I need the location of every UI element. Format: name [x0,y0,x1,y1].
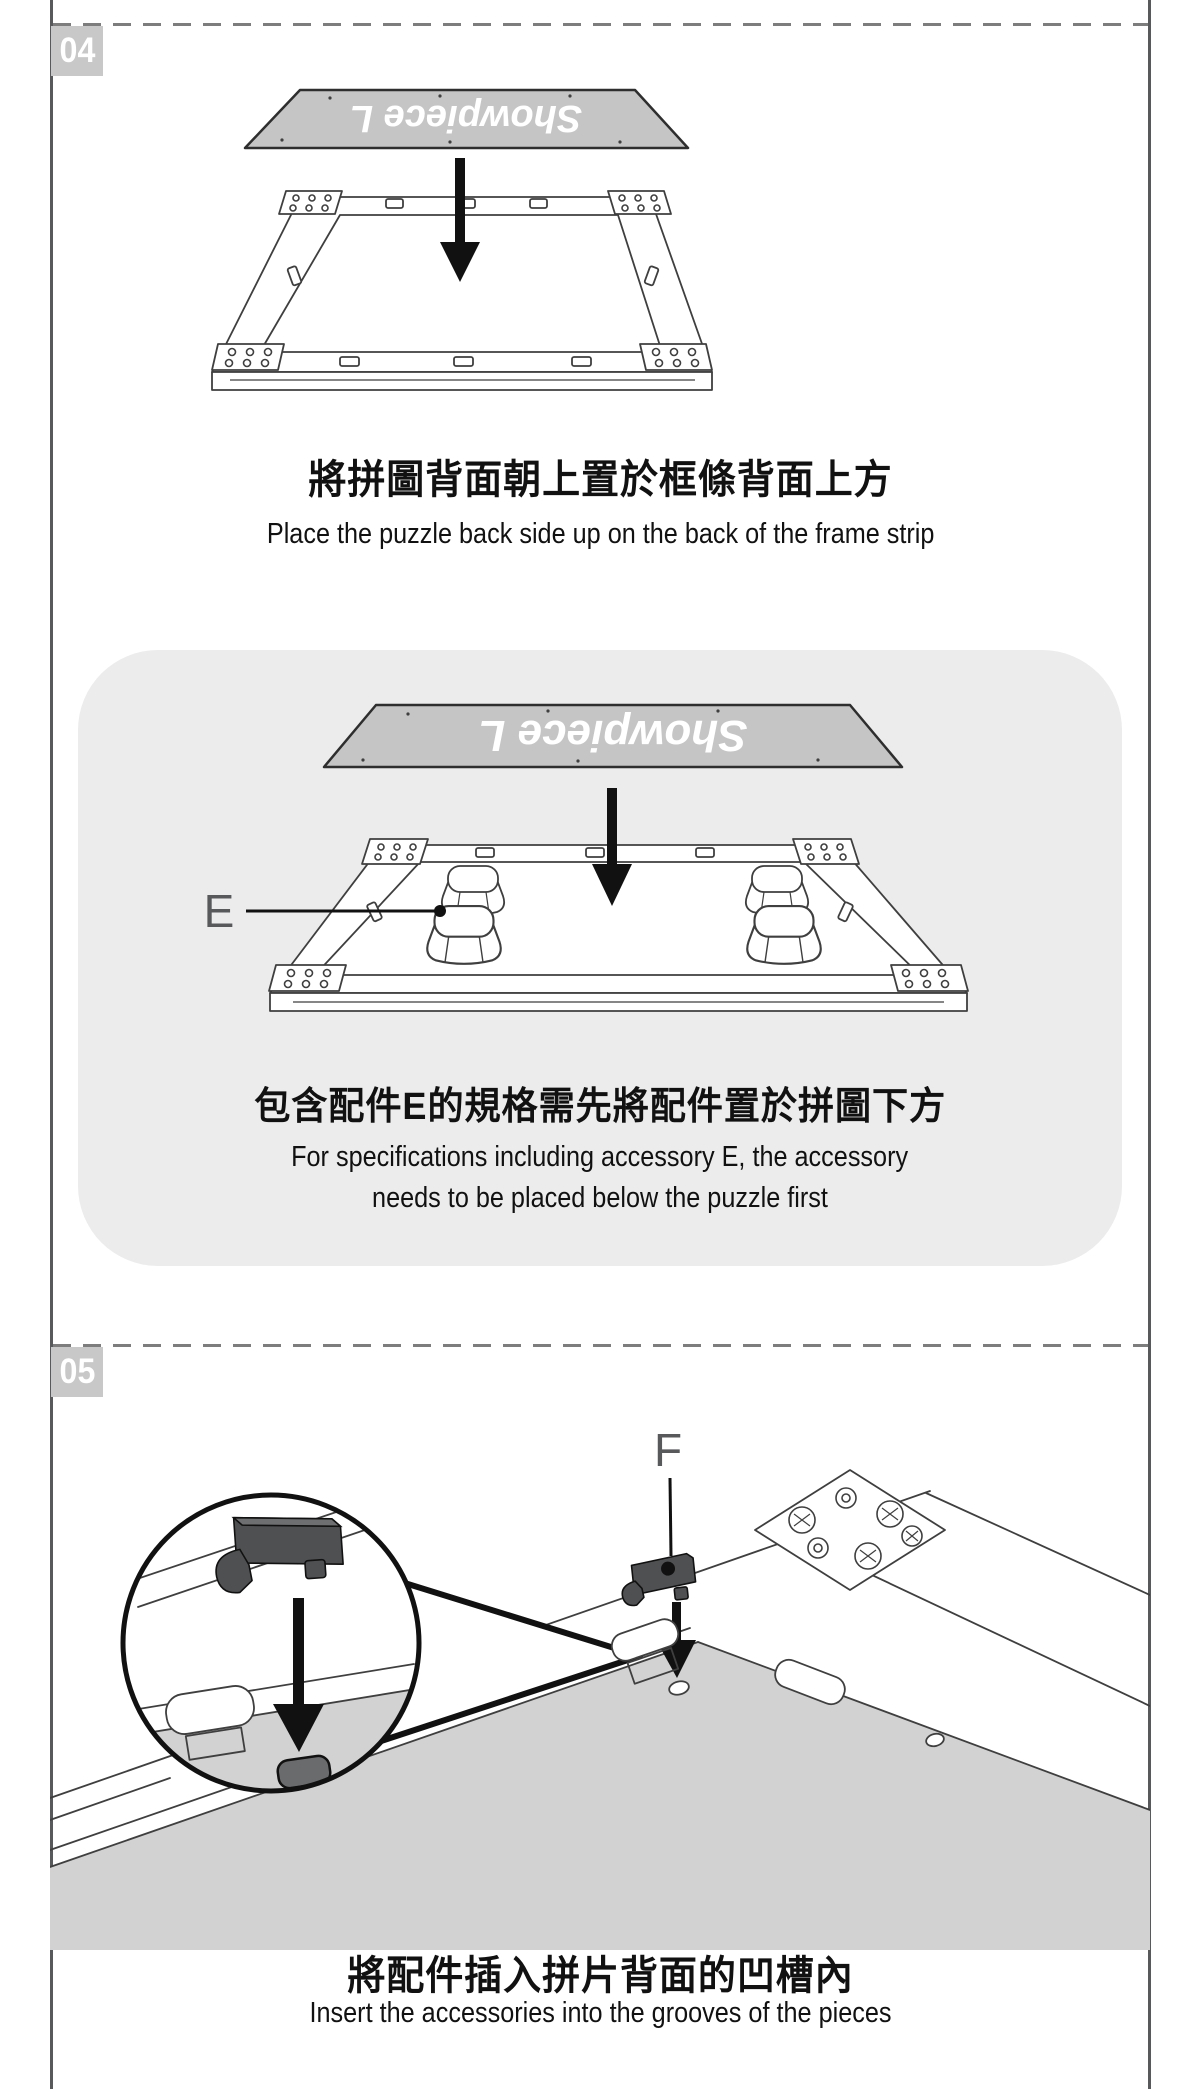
frame-tab [610,1618,680,1685]
step-04-title-en: Place the puzzle back side up on the bac… [266,518,935,550]
magnified-clip [215,1516,344,1594]
magnified-arrow [273,1598,324,1752]
groove [925,1732,945,1748]
frame-tab [774,1658,846,1706]
corner-plate [890,964,969,992]
frame-back-illustration [211,190,713,391]
step-04-divider [53,23,1148,26]
step-05-divider [53,1344,1148,1347]
note-title-en-line1: For specifications including accessory E… [291,1141,909,1173]
step-04-illustration: Showpiece L [211,88,713,391]
step-04-badge: 04 [51,26,103,76]
down-arrow-icon [592,788,632,906]
puzzle-sheet: Showpiece L [243,88,690,150]
corner-plate [639,343,713,371]
frame-strip-right [839,1492,1150,1707]
page-border-left [50,0,53,2089]
groove [668,1680,690,1696]
corner-plate [361,838,429,865]
step-04-number: 04 [59,31,95,70]
step-05-title-en: Insert the accessories into the grooves … [309,1997,892,2029]
step-05-illustration: F [50,1424,1150,1950]
corner-plate [278,190,343,215]
note-title-en-line2: needs to be placed below the puzzle firs… [372,1182,828,1214]
step-04-title-zh: 將拼圖背面朝上置於框條背面上方 [308,458,893,502]
step-05-badge: 05 [51,1347,103,1397]
down-arrow-icon [440,158,480,282]
step-05-title-zh: 將配件插入拼片背面的凹槽內 [347,1954,854,1998]
corner-plate [268,964,347,992]
corner-plate [211,343,285,371]
accessory-f-label: F [654,1424,682,1476]
corner-plate [607,190,672,215]
sheet-logo: Showpiece L [350,97,582,139]
accessory-f-clip [621,1552,697,1607]
accessory-e-knob [746,904,822,965]
accessory-e-knob [426,904,502,965]
magnifier-wedge [369,1577,643,1747]
accessory-f-callout: F [654,1424,682,1557]
accessory-e-label: E [204,885,235,937]
page-border-right [1148,0,1151,2089]
accessory-note-panel: Showpiece L E 包含配件E的規格需先將配件置於拼圖下方 For sp… [78,650,1122,1266]
sheet-logo: Showpiece L [479,711,748,760]
corner-plate [754,1469,946,1591]
puzzle-back-surface [50,1642,1150,1950]
accessory-e-callout: E [204,885,446,937]
step-05-number: 05 [59,1352,95,1391]
puzzle-sheet: Showpiece L [322,703,904,769]
note-title-zh: 包含配件E的規格需先將配件置於拼圖下方 [254,1086,946,1128]
frame-tab [165,1685,255,1761]
corner-plate [792,838,860,865]
accessory-e-illustration: Showpiece L E [204,703,969,1012]
